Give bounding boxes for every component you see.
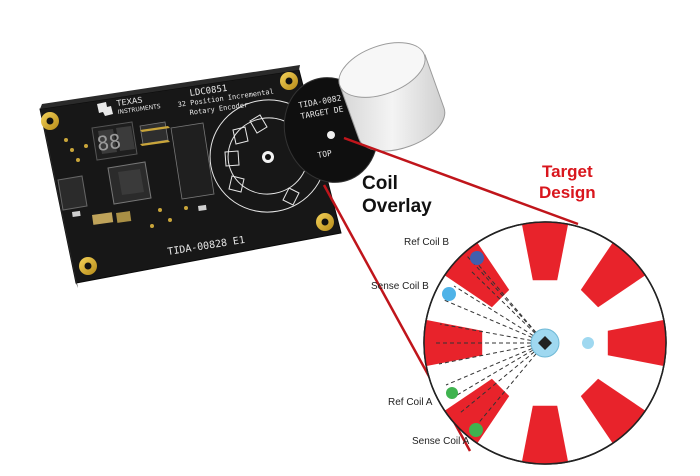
sense-coil-b-label: Sense Coil B [371, 281, 429, 292]
ref-coil-a-marker [446, 387, 458, 399]
mounting-hole-icon [316, 213, 334, 231]
coil-rays [436, 255, 546, 427]
target-sectors [424, 222, 666, 464]
display-digits: 88 [95, 129, 122, 156]
target-design-line-1: Target [541, 162, 593, 181]
target-design-line-2: Design [539, 183, 596, 202]
seven-segment-display-icon: 88 [91, 121, 138, 161]
ti-logo-icon [97, 102, 113, 116]
sense-coil-b-marker [442, 287, 456, 301]
target-sector [520, 222, 570, 281]
coil-overlay-line-1: Coil [362, 173, 398, 194]
target-design-diagram [423, 221, 667, 465]
ref-coil-b-marker [470, 251, 484, 265]
target-sector [607, 318, 666, 368]
pcb-board: 88 TEXAS INSTRUMENTS [39, 65, 342, 288]
mounting-hole-icon [280, 72, 298, 90]
ref-coil-b-label: Ref Coil B [404, 237, 450, 248]
coil-overlay-line-2: Overlay [362, 196, 432, 217]
target-index-dot [582, 337, 594, 349]
ti-brand-line-1: TEXAS [115, 95, 143, 108]
ref-coil-a-label: Ref Coil A [388, 397, 433, 408]
sense-coil-a-label: Sense Coil A [412, 436, 470, 447]
coil-overlay-label: Coil Overlay [362, 172, 432, 218]
sense-coil-a-marker [469, 423, 483, 437]
target-sector [520, 405, 570, 464]
target-design-label: Target Design [539, 161, 596, 203]
overlay-side-label: TOP [317, 149, 333, 160]
knob-cylinder-icon [338, 42, 446, 152]
mounting-hole-icon [79, 257, 97, 275]
mounting-hole-icon [41, 112, 59, 130]
target-sector [424, 318, 483, 368]
